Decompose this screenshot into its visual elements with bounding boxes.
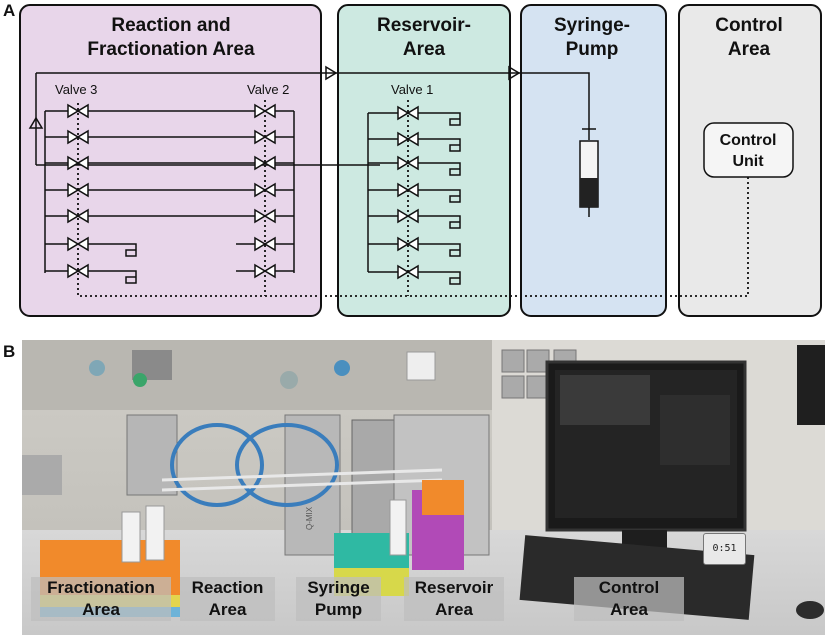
reservoir-line1: Reservoir [414,578,494,597]
syringe-icon [579,125,599,217]
photo-label-reservoir: Reservoir Area [404,577,504,621]
photo-label-reaction: Reaction Area [180,577,275,621]
valve-2-label: Valve 2 [247,82,289,97]
valve3-port-2 [67,129,89,145]
photo-label-control: Control Area [574,577,684,621]
valve-1-label: Valve 1 [391,82,433,97]
valve1-port-2 [397,131,419,147]
fractionation-line2: Area [82,600,120,619]
photo-label-syringe: Syringe Pump [296,577,381,621]
panel-b-letter: B [3,342,16,361]
photo-label-fractionation: Fractionation Area [31,577,171,621]
valve1-port-1 [397,105,419,121]
valve2-port-3 [254,155,276,171]
syringe-line1: Syringe [307,578,370,597]
valve-3-label: Valve 3 [55,82,97,97]
flow-arrow-2 [508,65,521,81]
reaction-line2: Area [208,600,247,619]
syringe-title-line2: Pump [566,39,619,60]
reservoir-title-line2: Area [403,39,446,60]
reservoir-area-box [337,4,511,317]
reservoir-title-line1: Reservoir- [377,15,471,36]
main-transfer-line [36,72,590,125]
panel-a-letter: A [3,1,16,20]
reaction-title-line1: Reaction and [111,15,230,36]
flow-arrow-1 [325,65,338,81]
timer-display: 0:51 [703,533,746,565]
control-title-line1: Control [715,15,783,36]
reaction-title-line2: Fractionation Area [87,39,255,60]
reservoir-line2: Area [435,600,473,619]
flow-arrow-up [28,116,44,129]
device-brand-text: Q-MIX [305,506,314,530]
valve3-port-1 [67,103,89,119]
valve1-port-3 [397,155,419,171]
valve1-port-6 [397,236,419,252]
control-line1: Control [598,578,660,597]
control-unit-line1: Control [720,132,777,149]
control-signal-line [77,100,749,297]
fractionation-line1: Fractionation [47,578,155,597]
reaction-line1: Reaction [191,578,264,597]
syringe-title-line1: Syringe- [554,15,630,36]
schematic-diagram: Reaction and Fractionation Area Reservoi… [19,4,822,317]
control-unit-line2: Unit [732,153,764,170]
valve2-port-6 [254,236,276,252]
valve3-port-7 [67,263,89,279]
syringe-line2: Pump [314,600,363,619]
valve3-port-5 [67,208,89,224]
reaction-area-box [19,4,322,317]
control-title-line2: Area [728,39,771,60]
control-line2: Area [610,600,648,619]
